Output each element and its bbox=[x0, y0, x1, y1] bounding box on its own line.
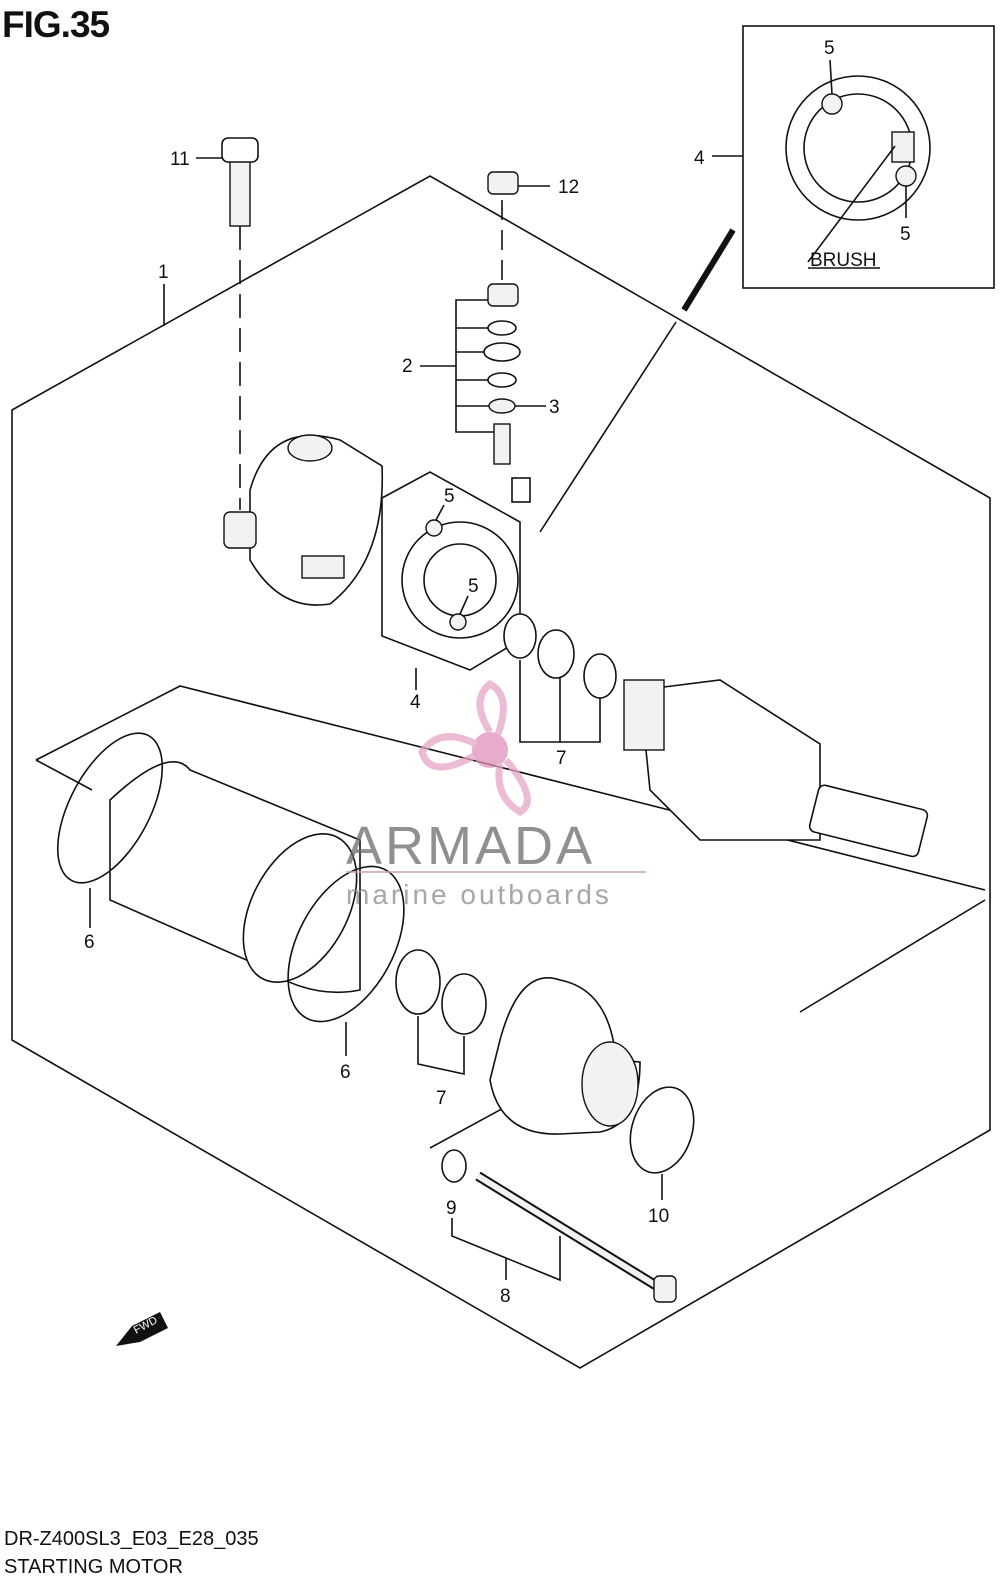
callout-5-inset-top: 5 bbox=[824, 38, 835, 59]
figure-title: FIG.35 bbox=[2, 4, 110, 45]
watermark-logo-blade-top bbox=[476, 679, 507, 736]
model-code: DR-Z400SL3_E03_E28_035 bbox=[4, 1528, 259, 1550]
long-bolt-11 bbox=[229, 159, 251, 227]
yoke-group-outline-lower bbox=[35, 759, 93, 791]
callout-8: 8 bbox=[500, 1286, 511, 1307]
armature bbox=[639, 679, 821, 841]
callout-9: 9 bbox=[446, 1198, 457, 1219]
brush-holder-bore bbox=[423, 543, 497, 617]
leader-5-a bbox=[435, 504, 445, 521]
o-ring-6-mid bbox=[287, 865, 405, 1023]
armada-watermark: ARMADA marine outboards bbox=[346, 679, 646, 910]
watermark-logo-center bbox=[472, 732, 508, 768]
fwd-arrow bbox=[116, 1312, 168, 1346]
o-ring-6-left bbox=[56, 732, 164, 884]
armature-group-outline bbox=[799, 899, 986, 1013]
callout-2: 2 bbox=[402, 356, 413, 377]
callout-11: 11 bbox=[170, 149, 190, 170]
terminal-bolt bbox=[493, 423, 511, 465]
callout-12: 12 bbox=[558, 177, 579, 198]
washer-7-upper-c bbox=[583, 653, 617, 699]
front-housing-nose bbox=[581, 1041, 639, 1127]
long-bolt-11-head bbox=[221, 137, 259, 163]
through-bolt-8-head bbox=[653, 1275, 677, 1303]
callout-10: 10 bbox=[648, 1206, 669, 1227]
brush-label: BRUSH bbox=[810, 250, 877, 271]
bracket-7-lower bbox=[417, 1016, 465, 1075]
assembly-outline bbox=[11, 175, 991, 1369]
inset-screw-top bbox=[821, 93, 843, 115]
yoke-front-rim bbox=[242, 833, 358, 983]
watermark-logo-blade-left bbox=[418, 733, 478, 771]
washer-7-upper-a bbox=[503, 613, 537, 659]
callout-4-inset: 4 bbox=[694, 148, 705, 169]
watermark-tagline: marine outboards bbox=[346, 879, 612, 910]
callout-5-main-a: 5 bbox=[444, 486, 455, 507]
washer-7-upper-b bbox=[537, 629, 575, 679]
washer-7-lower-a bbox=[395, 949, 441, 1015]
watermark-brand: ARMADA bbox=[346, 816, 595, 876]
o-ring-10 bbox=[629, 1086, 695, 1174]
callout-6-mid: 6 bbox=[340, 1062, 351, 1083]
callout-3: 3 bbox=[549, 397, 560, 418]
inset-screw-bottom bbox=[895, 165, 917, 187]
callout-4-main: 4 bbox=[410, 692, 421, 713]
rear-housing-ear bbox=[287, 434, 333, 462]
callout-5-inset-bottom: 5 bbox=[900, 224, 911, 245]
watermark-logo-blade-right bbox=[495, 757, 531, 817]
callout-7-lower: 7 bbox=[436, 1088, 447, 1109]
terminal-nut bbox=[487, 283, 519, 307]
washer-3 bbox=[488, 398, 516, 414]
inset-zoom-line-thin bbox=[539, 321, 677, 533]
washer-a bbox=[487, 320, 517, 336]
inset-zoom-line bbox=[681, 228, 736, 312]
callout-7-upper: 7 bbox=[556, 748, 567, 769]
bracket-2 bbox=[455, 299, 494, 433]
washer-c bbox=[487, 372, 517, 388]
nut-12 bbox=[487, 171, 519, 195]
diagram-caption: STARTING MOTOR bbox=[4, 1556, 183, 1578]
armature-commutator bbox=[623, 679, 665, 751]
rear-housing-grommet bbox=[301, 555, 345, 579]
washer-b bbox=[483, 342, 521, 362]
brush-screw-a bbox=[425, 519, 443, 537]
callout-1: 1 bbox=[158, 262, 169, 283]
leader-5-b bbox=[459, 595, 469, 615]
inset-leader-5-top bbox=[829, 59, 833, 95]
terminal-connector bbox=[511, 477, 531, 503]
brush-screw-b bbox=[449, 613, 467, 631]
inset-leader-brush bbox=[807, 145, 896, 263]
rear-housing-tab bbox=[223, 511, 257, 549]
inset-brush bbox=[891, 131, 915, 163]
callout-5-main-b: 5 bbox=[468, 576, 479, 597]
washer-7-lower-b bbox=[441, 973, 487, 1035]
armature-shaft bbox=[808, 784, 929, 858]
washer-9 bbox=[441, 1149, 467, 1183]
rear-housing bbox=[249, 434, 384, 606]
callout-6-left: 6 bbox=[84, 932, 95, 953]
brush-inset-frame bbox=[742, 25, 995, 289]
through-bolt-8-core bbox=[476, 1173, 662, 1291]
